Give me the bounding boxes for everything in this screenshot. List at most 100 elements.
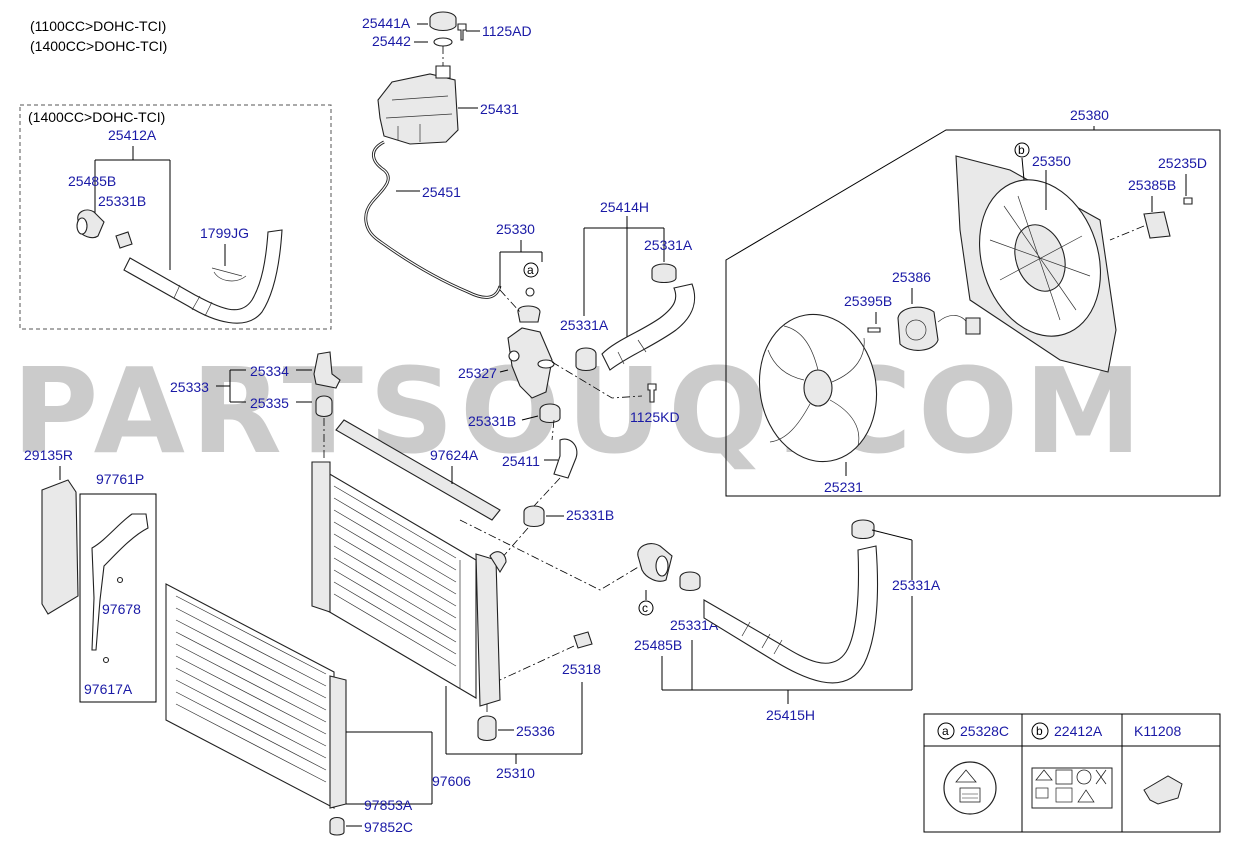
- radiator-core: [315, 465, 477, 699]
- insulator-25336: [477, 715, 497, 742]
- label-25331A-2[interactable]: 25331A: [560, 317, 609, 333]
- label-1125KD[interactable]: 1125KD: [630, 409, 680, 425]
- callout-b: [1014, 142, 1030, 158]
- radiator-fins: [333, 485, 457, 667]
- inset-title: (1400CC>DOHC-TCI): [28, 109, 165, 125]
- label-25235D[interactable]: 25235D: [1158, 155, 1207, 171]
- label-25331A-4[interactable]: 25331A: [892, 577, 941, 593]
- label-25350[interactable]: 25350: [1032, 153, 1071, 169]
- hose-inset: [123, 229, 283, 324]
- legend-a-letter: a: [942, 724, 949, 738]
- label-25414H[interactable]: 25414H: [600, 199, 649, 215]
- fan-blade-vanes: [767, 325, 865, 447]
- legend-b-part: 22412A: [1054, 723, 1103, 739]
- legend-a-circle: [937, 722, 955, 740]
- thermostat-housing: [507, 327, 553, 399]
- svg-text:a: a: [527, 263, 534, 277]
- coolant-reservoir: [377, 73, 459, 145]
- condenser-core: [165, 583, 335, 809]
- bracket-25334: [313, 351, 341, 389]
- label-25231[interactable]: 25231: [824, 479, 863, 495]
- label-25331A-3[interactable]: 25331A: [670, 617, 719, 633]
- legend-clip-icon: [1143, 775, 1183, 805]
- clip-inset: [211, 267, 247, 282]
- legend-a-part: 25328C: [960, 723, 1009, 739]
- label-25331B-2[interactable]: 25331B: [566, 507, 614, 523]
- label-1125AD[interactable]: 1125AD: [482, 23, 532, 39]
- condenser-fins: [175, 595, 327, 783]
- lower-radiator-hose: [703, 545, 879, 684]
- label-25380[interactable]: 25380: [1070, 107, 1109, 123]
- legend-b-letter: b: [1036, 724, 1043, 738]
- label-25411[interactable]: 25411: [502, 453, 540, 469]
- condenser-tank: [329, 675, 347, 809]
- label-25441A[interactable]: 25441A: [362, 15, 411, 31]
- sensor-25318: [573, 631, 593, 649]
- legend-c-part: K11208: [1134, 723, 1181, 739]
- clamp-25331b-lower: [523, 505, 545, 528]
- label-97852C[interactable]: 97852C: [364, 819, 413, 835]
- label-25442[interactable]: 25442: [372, 33, 411, 49]
- fan-motor: [897, 306, 939, 351]
- insulator-25335: [315, 395, 333, 418]
- label-25331B-inset[interactable]: 25331B: [98, 193, 146, 209]
- label-97624A[interactable]: 97624A: [430, 447, 479, 463]
- label-25331B-1[interactable]: 25331B: [468, 413, 516, 429]
- label-25386[interactable]: 25386: [892, 269, 931, 285]
- label-25415H[interactable]: 25415H: [766, 707, 815, 723]
- label-25431[interactable]: 25431: [480, 101, 519, 117]
- bypass-hose-25411: [553, 438, 578, 479]
- air-guard-29135R: [41, 479, 79, 615]
- callout-c: [638, 600, 654, 616]
- label-97761P[interactable]: 97761P: [96, 471, 144, 487]
- label-97678[interactable]: 97678: [102, 601, 141, 617]
- svg-text:b: b: [1018, 143, 1025, 157]
- clamp-25331a-lower: [679, 571, 701, 592]
- legend-table: a 25328C b 22412A K11208: [923, 713, 1221, 833]
- label-25331A-1[interactable]: 25331A: [644, 237, 693, 253]
- label-97606[interactable]: 97606: [432, 773, 471, 789]
- label-25335[interactable]: 25335: [250, 395, 289, 411]
- label-1799JG[interactable]: 1799JG: [200, 225, 249, 241]
- header-line-2: (1400CC>DOHC-TCI): [30, 38, 167, 54]
- reservoir-hose: [364, 140, 502, 299]
- clamp-25331a-upper: [651, 263, 677, 284]
- label-25336[interactable]: 25336: [516, 723, 555, 739]
- insulator-97852C: [329, 816, 345, 836]
- label-25334[interactable]: 25334: [250, 363, 289, 379]
- flow-line-radiator-elbow: [459, 519, 641, 591]
- label-25485B-main[interactable]: 25485B: [634, 637, 682, 653]
- upper-radiator-hose: [601, 283, 696, 371]
- radiator-tank-left: [311, 461, 331, 613]
- clamp-25331a-right: [851, 519, 875, 540]
- inset-box: [19, 104, 332, 330]
- legend-b-circle: [1031, 722, 1049, 740]
- header-line-1: (1100CC>DOHC-TCI): [30, 18, 166, 34]
- label-97617A[interactable]: 97617A: [84, 681, 133, 697]
- resistor-25385B: [1143, 211, 1171, 239]
- label-25485B-inset[interactable]: 25485B: [68, 173, 116, 189]
- label-25385B[interactable]: 25385B: [1128, 177, 1176, 193]
- label-25412A[interactable]: 25412A: [108, 127, 157, 143]
- label-25333[interactable]: 25333: [170, 379, 209, 395]
- svg-text:c: c: [642, 601, 648, 615]
- ac-pipe: [91, 513, 149, 651]
- label-97853A[interactable]: 97853A: [364, 797, 413, 813]
- clamp-25331a-mid: [575, 347, 597, 372]
- air-guard-97624A: [335, 419, 501, 521]
- label-25395B[interactable]: 25395B: [844, 293, 892, 309]
- clamp-25331b-upper: [539, 403, 561, 424]
- label-25451[interactable]: 25451: [422, 184, 461, 200]
- label-25318[interactable]: 25318: [562, 661, 601, 677]
- label-29135R[interactable]: 29135R: [24, 447, 73, 463]
- bolt-1125kd: [647, 383, 657, 403]
- pipe-box-97761P: [79, 493, 157, 703]
- label-25330[interactable]: 25330: [496, 221, 535, 237]
- label-25327[interactable]: 25327: [458, 365, 497, 381]
- clamp-inset: [115, 231, 133, 249]
- radiator-tank-right: [475, 553, 501, 707]
- reservoir-cap: [429, 11, 457, 32]
- bolt-1125ad: [457, 23, 467, 41]
- label-25310[interactable]: 25310: [496, 765, 535, 781]
